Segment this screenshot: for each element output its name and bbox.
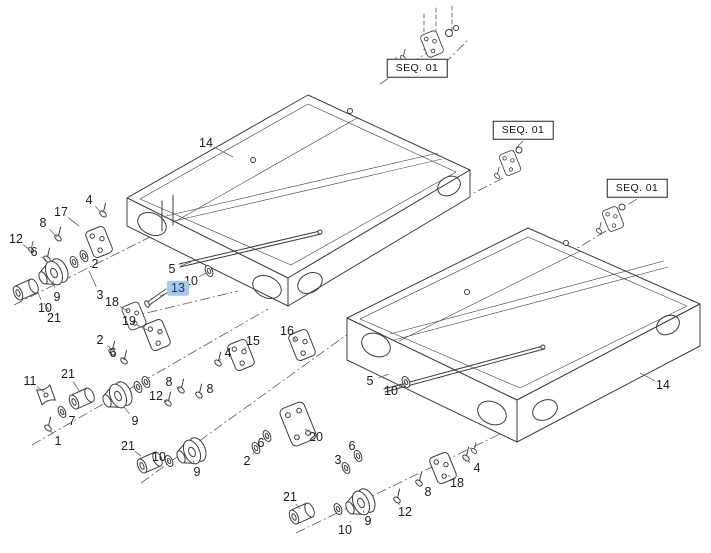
callout-21[interactable]: 21 [283,489,297,504]
callout-4[interactable]: 4 [85,192,93,207]
callout-14[interactable]: 14 [199,135,213,150]
callout-3[interactable]: 3 [334,452,342,467]
callout-19[interactable]: 19 [122,313,136,328]
callout-7[interactable]: 7 [68,413,76,428]
callout-12[interactable]: 12 [398,504,412,519]
callout-8[interactable]: 8 [424,484,432,499]
callout-9[interactable]: 9 [364,513,372,528]
panel-frame-bottom-right[interactable] [346,227,701,443]
leader-lines [22,146,656,523]
callout-18[interactable]: 18 [450,475,464,490]
callout-11[interactable]: 11 [23,373,37,388]
callout-18[interactable]: 18 [105,294,119,309]
callout-9[interactable]: 9 [131,413,139,428]
callout-2[interactable]: 2 [243,453,251,468]
callout-9[interactable]: 9 [193,464,201,479]
callout-20[interactable]: 20 [309,429,323,444]
panel-frame-top-left[interactable] [126,94,471,307]
callout-21[interactable]: 21 [61,366,75,381]
callout-5[interactable]: 5 [366,373,374,388]
callout-8[interactable]: 8 [206,381,214,396]
callout-8[interactable]: 8 [39,215,47,230]
callout-17[interactable]: 17 [54,204,68,219]
callout-12[interactable]: 12 [9,231,23,246]
callout-6[interactable]: 6 [257,435,265,450]
seq-ref-box-2[interactable]: SEQ. 01 [492,120,554,140]
seq-ref-box-1[interactable]: SEQ. 01 [386,58,448,78]
callout-6[interactable]: 6 [30,244,38,259]
callout-9[interactable]: 9 [53,289,61,304]
callout-6[interactable]: 6 [109,345,117,360]
callout-4[interactable]: 4 [224,345,232,360]
callout-21[interactable]: 21 [121,438,135,453]
callout-12[interactable]: 12 [149,388,163,403]
callout-2[interactable]: 2 [96,332,104,347]
callout-1[interactable]: 1 [54,433,62,448]
callout-10[interactable]: 10 [338,522,352,537]
callout-6[interactable]: 6 [348,438,356,453]
callout-2[interactable]: 2 [91,256,99,271]
callout-21[interactable]: 21 [47,310,61,325]
callout-10[interactable]: 10 [38,300,52,315]
callout-16[interactable]: 16 [280,323,294,338]
callout-10[interactable]: 10 [384,383,398,398]
centerlines [13,39,638,534]
callout-3[interactable]: 3 [96,287,104,302]
callout-13[interactable]: 13 [167,280,189,296]
callout-8[interactable]: 8 [165,374,173,389]
callout-15[interactable]: 15 [246,333,260,348]
callout-5[interactable]: 5 [168,261,176,276]
seq-ref-box-3[interactable]: SEQ. 01 [606,178,668,198]
callout-4[interactable]: 4 [473,460,481,475]
callout-14[interactable]: 14 [656,377,670,392]
callout-10[interactable]: 10 [152,449,166,464]
seq-assembly-sketches[interactable] [389,5,626,235]
